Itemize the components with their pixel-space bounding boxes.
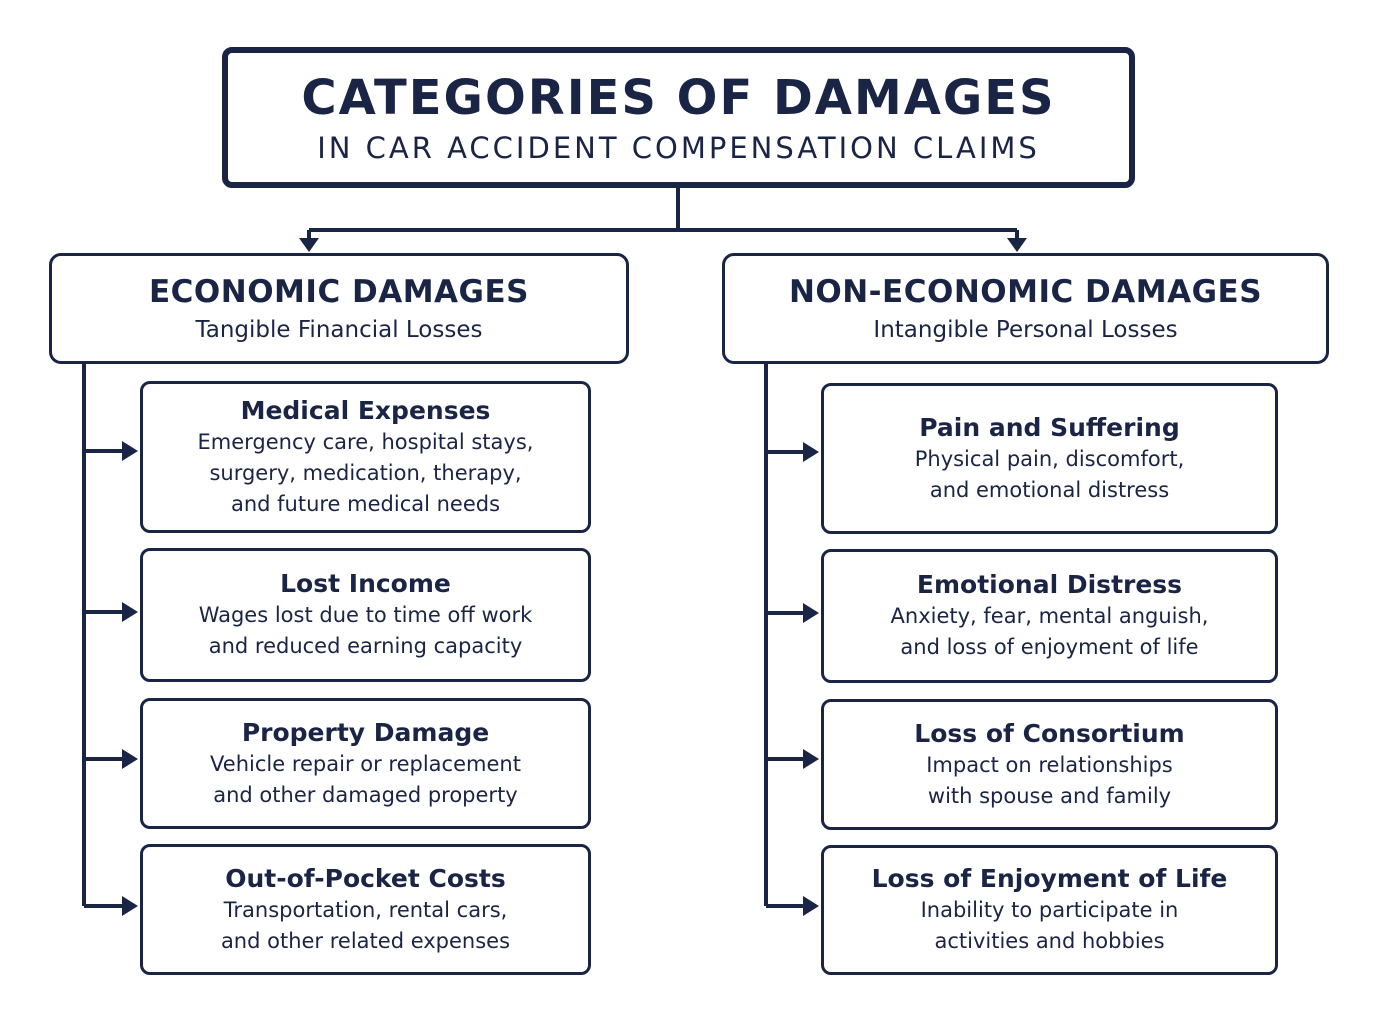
item-description-line: surgery, medication, therapy, xyxy=(209,460,522,485)
non-economic-arrowhead-4 xyxy=(803,896,819,916)
non-economic-arrowhead-3 xyxy=(803,749,819,769)
item-description-line: and emotional distress xyxy=(929,477,1170,502)
economic-arrowhead-3 xyxy=(122,749,138,769)
item-description-line: and other related expenses xyxy=(220,928,511,953)
arrowhead-economic xyxy=(299,238,319,252)
economic-title: ECONOMIC DAMAGES xyxy=(148,273,529,310)
item-description-line: and other damaged property xyxy=(213,782,518,807)
item-description-line: Impact on relationships xyxy=(926,752,1173,777)
item-description-line: Inability to participate in xyxy=(920,898,1179,922)
economic-arrowhead-4 xyxy=(122,896,138,916)
economic-subtitle: Tangible Financial Losses xyxy=(195,316,483,343)
item-title: Loss of Enjoyment of Life xyxy=(871,864,1228,893)
item-description-line: with spouse and family xyxy=(927,783,1172,808)
item-description-line: Emergency care, hospital stays, xyxy=(197,429,534,454)
item-title: Lost Income xyxy=(280,569,451,598)
non-economic-arrowhead-2 xyxy=(803,603,819,623)
non-economic-arrowhead-1 xyxy=(803,442,819,462)
out-of-pocket-costs-box: Out-of-Pocket Costs Transportation, rent… xyxy=(140,844,591,975)
item-title: Pain and Suffering xyxy=(919,412,1180,442)
non-economic-title: NON-ECONOMIC DAMAGES xyxy=(788,273,1263,310)
item-title: Out-of-Pocket Costs xyxy=(225,863,506,893)
pain-and-suffering-box: Pain and Suffering Physical pain, discom… xyxy=(821,383,1278,534)
loss-of-consortium-box: Loss of Consortium Impact on relationshi… xyxy=(821,699,1278,830)
medical-expenses-box: Medical Expenses Emergency care, hospita… xyxy=(140,381,591,533)
loss-of-enjoyment-of-life-box: Loss of Enjoyment of Life Inability to p… xyxy=(821,845,1278,975)
non-economic-subtitle: Intangible Personal Losses xyxy=(873,316,1178,343)
item-description-line: Anxiety, fear, mental anguish, xyxy=(890,604,1209,628)
economic-arrowhead-1 xyxy=(122,441,138,461)
item-description-line: Wages lost due to time off work xyxy=(198,603,533,627)
title-box: CATEGORIES OF DAMAGES IN CAR ACCIDENT CO… xyxy=(222,47,1135,188)
item-description-line: Physical pain, discomfort, xyxy=(914,446,1185,471)
page-title: CATEGORIES OF DAMAGES xyxy=(301,69,1056,126)
economic-damages-header: ECONOMIC DAMAGES Tangible Financial Loss… xyxy=(49,253,629,364)
item-description-line: Transportation, rental cars, xyxy=(223,897,508,922)
page-subtitle: IN CAR ACCIDENT COMPENSATION CLAIMS xyxy=(317,130,1040,165)
property-damage-box: Property Damage Vehicle repair or replac… xyxy=(140,698,591,829)
item-title: Emotional Distress xyxy=(916,570,1183,599)
item-description-line: and future medical needs xyxy=(230,491,501,516)
item-title: Property Damage xyxy=(241,717,490,747)
lost-income-box: Lost Income Wages lost due to time off w… xyxy=(140,548,591,682)
emotional-distress-box: Emotional Distress Anxiety, fear, mental… xyxy=(821,549,1278,683)
economic-arrowhead-2 xyxy=(122,602,138,622)
item-title: Medical Expenses xyxy=(240,395,491,425)
item-title: Loss of Consortium xyxy=(914,718,1185,748)
item-description-line: and loss of enjoyment of life xyxy=(900,635,1199,659)
item-description-line: Vehicle repair or replacement xyxy=(210,751,521,776)
arrowhead-non-economic xyxy=(1007,238,1027,252)
item-description-line: and reduced earning capacity xyxy=(208,634,523,658)
non-economic-damages-header: NON-ECONOMIC DAMAGES Intangible Personal… xyxy=(722,253,1329,364)
item-description-line: activities and hobbies xyxy=(934,929,1165,953)
